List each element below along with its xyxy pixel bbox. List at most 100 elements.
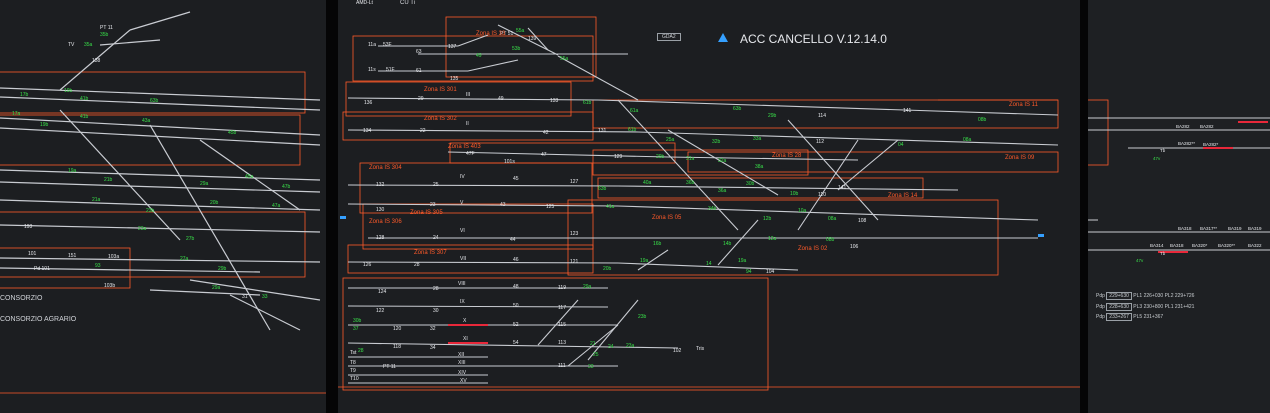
svg-text:12b: 12b [763,216,772,222]
pdp-box[interactable]: 229+630 [1106,292,1132,300]
svg-text:52: 52 [513,322,519,328]
svg-text:19a: 19a [640,258,649,264]
svg-text:TV: TV [68,42,75,48]
svg-text:141: 141 [838,185,847,191]
svg-text:53b: 53b [512,46,521,52]
pdp-row-2: Pdp 228+630 PL3 230+800 PL1 231+421 [1096,303,1195,311]
svg-text:08a: 08a [828,216,837,222]
pdp-text: PL1 226+030 PL2 229+726 [1133,293,1195,299]
svg-text:T8: T8 [350,360,356,366]
pdp-box[interactable]: 228+630 [1106,303,1132,311]
zone-label-is14[interactable]: Zona IS 14 [888,193,918,199]
svg-text:BA318: BA318 [1170,243,1184,248]
svg-text:35b: 35b [100,32,109,38]
pdp-label: Pdp [1096,314,1105,320]
svg-text:36b: 36b [686,180,695,186]
svg-text:104: 104 [766,269,775,275]
svg-text:IX: IX [460,299,465,305]
svg-text:Tris: Tris [696,346,705,352]
svg-text:Tb: Tb [1160,148,1166,153]
zone-label-is33[interactable]: Zona IS 33 [476,31,506,37]
svg-text:Tb: Tb [1160,251,1166,256]
zone-label-is307[interactable]: Zona IS 307 [414,250,447,256]
svg-text:28: 28 [414,262,420,268]
svg-text:29b: 29b [768,113,777,119]
station-code-badge[interactable]: GDA2 [657,33,681,41]
svg-text:139: 139 [528,36,537,42]
zone-label-is02[interactable]: Zona IS 02 [798,246,828,252]
svg-text:25: 25 [593,352,599,358]
svg-text:20b: 20b [603,266,612,272]
svg-text:130: 130 [376,207,385,213]
svg-text:141: 141 [903,108,912,114]
zone-label-is09[interactable]: Zona IS 09 [1005,155,1035,161]
svg-text:27b: 27b [186,236,195,242]
svg-text:131: 131 [598,128,607,134]
svg-text:30b: 30b [353,318,362,324]
zone-label-is301[interactable]: Zona IS 301 [424,87,457,93]
top-operator-label: CU Ti [400,0,415,6]
svg-text:54: 54 [513,340,519,346]
svg-text:47: 47 [541,152,547,158]
svg-text:101: 101 [28,251,37,257]
svg-text:XII: XII [458,352,464,358]
svg-text:27a: 27a [180,256,189,262]
svg-text:23b: 23b [638,314,647,320]
svg-text:BA314: BA314 [1150,243,1164,248]
zone-label-is05[interactable]: Zona IS 05 [652,215,682,221]
zone-label-is305[interactable]: Zona IS 305 [410,210,443,216]
svg-text:BA282: BA282 [1176,124,1190,129]
pdp-box[interactable]: 233+267 [1106,313,1132,321]
svg-text:103b: 103b [104,283,115,289]
svg-text:VIII: VIII [458,281,466,287]
zone-label-is403[interactable]: Zona IS 403 [448,144,481,150]
svg-text:34b: 34b [708,206,717,212]
svg-text:BA318: BA318 [1178,226,1192,231]
svg-text:123: 123 [570,231,579,237]
zone-label-is28[interactable]: Zona IS 28 [772,153,802,159]
svg-text:124: 124 [378,289,387,295]
svg-text:34: 34 [430,345,436,351]
svg-text:53F: 53F [383,42,392,48]
svg-text:08a: 08a [963,137,972,143]
svg-text:63: 63 [416,49,422,55]
svg-text:BA319: BA319 [1248,226,1262,231]
svg-text:30b: 30b [746,181,755,187]
svg-text:23: 23 [430,202,436,208]
zone-label-is304[interactable]: Zona IS 304 [369,165,402,171]
svg-text:193: 193 [24,224,33,230]
monitor-bezel-right [1080,0,1088,413]
svg-text:14b: 14b [723,241,732,247]
svg-text:103a: 103a [108,254,119,260]
svg-text:BA320**: BA320** [1218,243,1235,248]
svg-text:47v: 47v [1153,156,1161,161]
svg-text:119: 119 [558,285,566,291]
svg-text:08b: 08b [826,237,835,243]
svg-text:38a: 38a [755,164,764,170]
svg-text:BA317**: BA317** [1200,226,1217,231]
svg-text:136: 136 [364,100,373,106]
svg-text:BA319: BA319 [1228,226,1242,231]
svg-text:29a: 29a [583,284,592,290]
svg-text:102: 102 [673,348,682,354]
svg-text:19a: 19a [68,168,77,174]
svg-text:17a: 17a [12,111,21,117]
svg-text:BA282**: BA282** [1178,141,1195,146]
svg-text:19b: 19b [40,122,49,128]
zone-label-is302[interactable]: Zona IS 302 [424,116,457,122]
svg-text:113: 113 [558,340,566,346]
svg-text:BA282*: BA282* [1203,142,1219,147]
zone-label-is306[interactable]: Zona IS 306 [369,219,402,225]
svg-text:49: 49 [476,53,482,59]
svg-text:129: 129 [614,154,623,160]
svg-text:X: X [463,318,467,324]
place-label-consorzio: CONSORZIO [0,295,43,302]
svg-text:11a: 11a [368,42,376,48]
pdp-text: PL3 230+800 PL1 231+421 [1133,304,1195,310]
svg-text:120: 120 [393,326,402,332]
svg-text:132: 132 [376,182,385,188]
zone-label-is11[interactable]: Zona IS 11 [1009,102,1038,108]
svg-text:IV: IV [460,174,465,180]
